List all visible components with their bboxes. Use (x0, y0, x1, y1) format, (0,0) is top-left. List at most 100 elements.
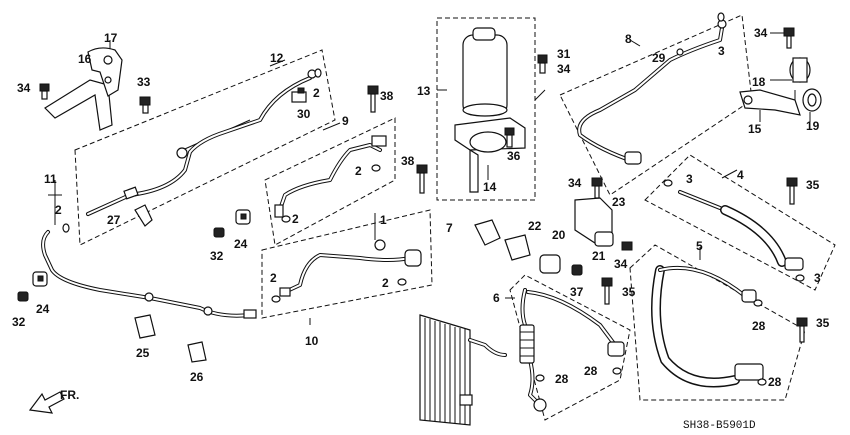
valve-24a (235, 209, 251, 225)
callout-1: 1 (380, 213, 387, 227)
diagram-code: SH38-B5901D (683, 420, 756, 432)
callout-35: 35 (622, 285, 636, 299)
callout-3: 3 (814, 271, 821, 285)
pipe-8 (577, 19, 727, 165)
callout-13: 13 (417, 84, 431, 98)
callout-10: 10 (305, 334, 319, 348)
callout-35: 35 (806, 178, 820, 192)
callout-11: 11 (44, 172, 57, 186)
callout-19: 19 (806, 119, 820, 133)
group-outline-12 (74, 49, 336, 246)
clamp-20 (539, 254, 561, 274)
bolt-34c (591, 177, 603, 199)
hose-5 (651, 265, 764, 388)
callout-32: 32 (210, 249, 224, 263)
bolt-35a (786, 177, 798, 205)
callout-37: 37 (570, 285, 584, 299)
callout-29: 29 (652, 51, 666, 65)
callout-28: 28 (584, 364, 598, 378)
callout-32: 32 (12, 315, 26, 329)
callout-8: 8 (625, 32, 632, 46)
callout-28: 28 (768, 375, 782, 389)
group-outline-5 (629, 244, 806, 401)
group-outline-8 (559, 14, 753, 196)
callout-38: 38 (380, 89, 394, 103)
callout-27: 27 (107, 213, 121, 227)
front-marker: FR. (60, 388, 79, 402)
callout-labels: 1 2 2 2 2 2 2 3 3 3 4 5 6 7 8 9 10 11 12… (12, 26, 830, 389)
callout-17: 17 (104, 31, 118, 45)
callout-36: 36 (507, 149, 521, 163)
clamp-26 (187, 341, 207, 363)
callout-21: 21 (592, 249, 606, 263)
bolt-35b (601, 277, 613, 305)
callout-35: 35 (816, 316, 830, 330)
callout-2: 2 (355, 164, 362, 178)
callout-23: 23 (612, 195, 626, 209)
bolt-38a (367, 85, 379, 113)
callout-6: 6 (493, 291, 500, 305)
bolt-34b (783, 27, 795, 49)
hose-4 (678, 190, 804, 271)
callout-2: 2 (382, 276, 389, 290)
callout-14: 14 (483, 180, 497, 194)
bolt-34a (39, 83, 50, 100)
nut-37 (571, 264, 583, 276)
callout-24: 24 (36, 302, 50, 316)
callout-28: 28 (555, 372, 569, 386)
clip-7 (474, 219, 501, 246)
pipe-11 (41, 230, 257, 319)
cushion-18 (789, 57, 811, 83)
group-outline-6 (509, 274, 631, 421)
callout-26: 26 (190, 370, 204, 384)
grommet-19 (802, 88, 822, 112)
group-outline-13 (436, 17, 536, 201)
clamp-22 (504, 234, 531, 261)
callout-2: 2 (313, 86, 320, 100)
callout-31: 31 (557, 47, 571, 61)
bracket-16 (44, 47, 123, 131)
callout-25: 25 (136, 346, 150, 360)
callout-7: 7 (446, 221, 453, 235)
o-rings (62, 12, 805, 386)
callout-34: 34 (568, 176, 582, 190)
pipe-6 (519, 288, 625, 412)
callout-20: 20 (552, 228, 566, 242)
callout-24: 24 (234, 237, 248, 251)
bolt-31 (537, 54, 548, 74)
bolt-35c (796, 317, 808, 343)
callout-28: 28 (752, 319, 766, 333)
callout-30: 30 (297, 107, 311, 121)
group-outline-10 (261, 209, 433, 319)
callout-2: 2 (292, 212, 299, 226)
callout-9: 9 (342, 114, 349, 128)
group-outline-4 (644, 154, 836, 291)
receiver-dryer (454, 27, 526, 193)
callout-2: 2 (55, 203, 62, 217)
clip-27 (134, 204, 153, 227)
callout-34: 34 (614, 257, 628, 271)
callout-34: 34 (557, 62, 571, 76)
callout-4: 4 (737, 168, 744, 182)
callout-18: 18 (752, 75, 766, 89)
bolt-36 (504, 127, 515, 148)
callout-22: 22 (528, 219, 542, 233)
bolt-34d (621, 241, 633, 251)
group-outline-9 (264, 117, 396, 246)
condenser (419, 314, 507, 426)
bolt-38b (416, 164, 428, 194)
callout-16: 16 (78, 52, 92, 66)
callout-3: 3 (718, 44, 725, 58)
callout-34: 34 (754, 26, 768, 40)
callout-38: 38 (401, 154, 415, 168)
fitting-30 (291, 87, 307, 103)
clamp-21 (594, 231, 614, 247)
pipe-9 (274, 135, 387, 218)
leader-lines (48, 32, 811, 325)
callout-3: 3 (686, 172, 693, 186)
cap-32b (17, 291, 29, 302)
callout-2: 2 (270, 271, 277, 285)
pipe-10 (279, 239, 422, 297)
callout-15: 15 (748, 122, 762, 136)
cap-32a (213, 227, 225, 238)
